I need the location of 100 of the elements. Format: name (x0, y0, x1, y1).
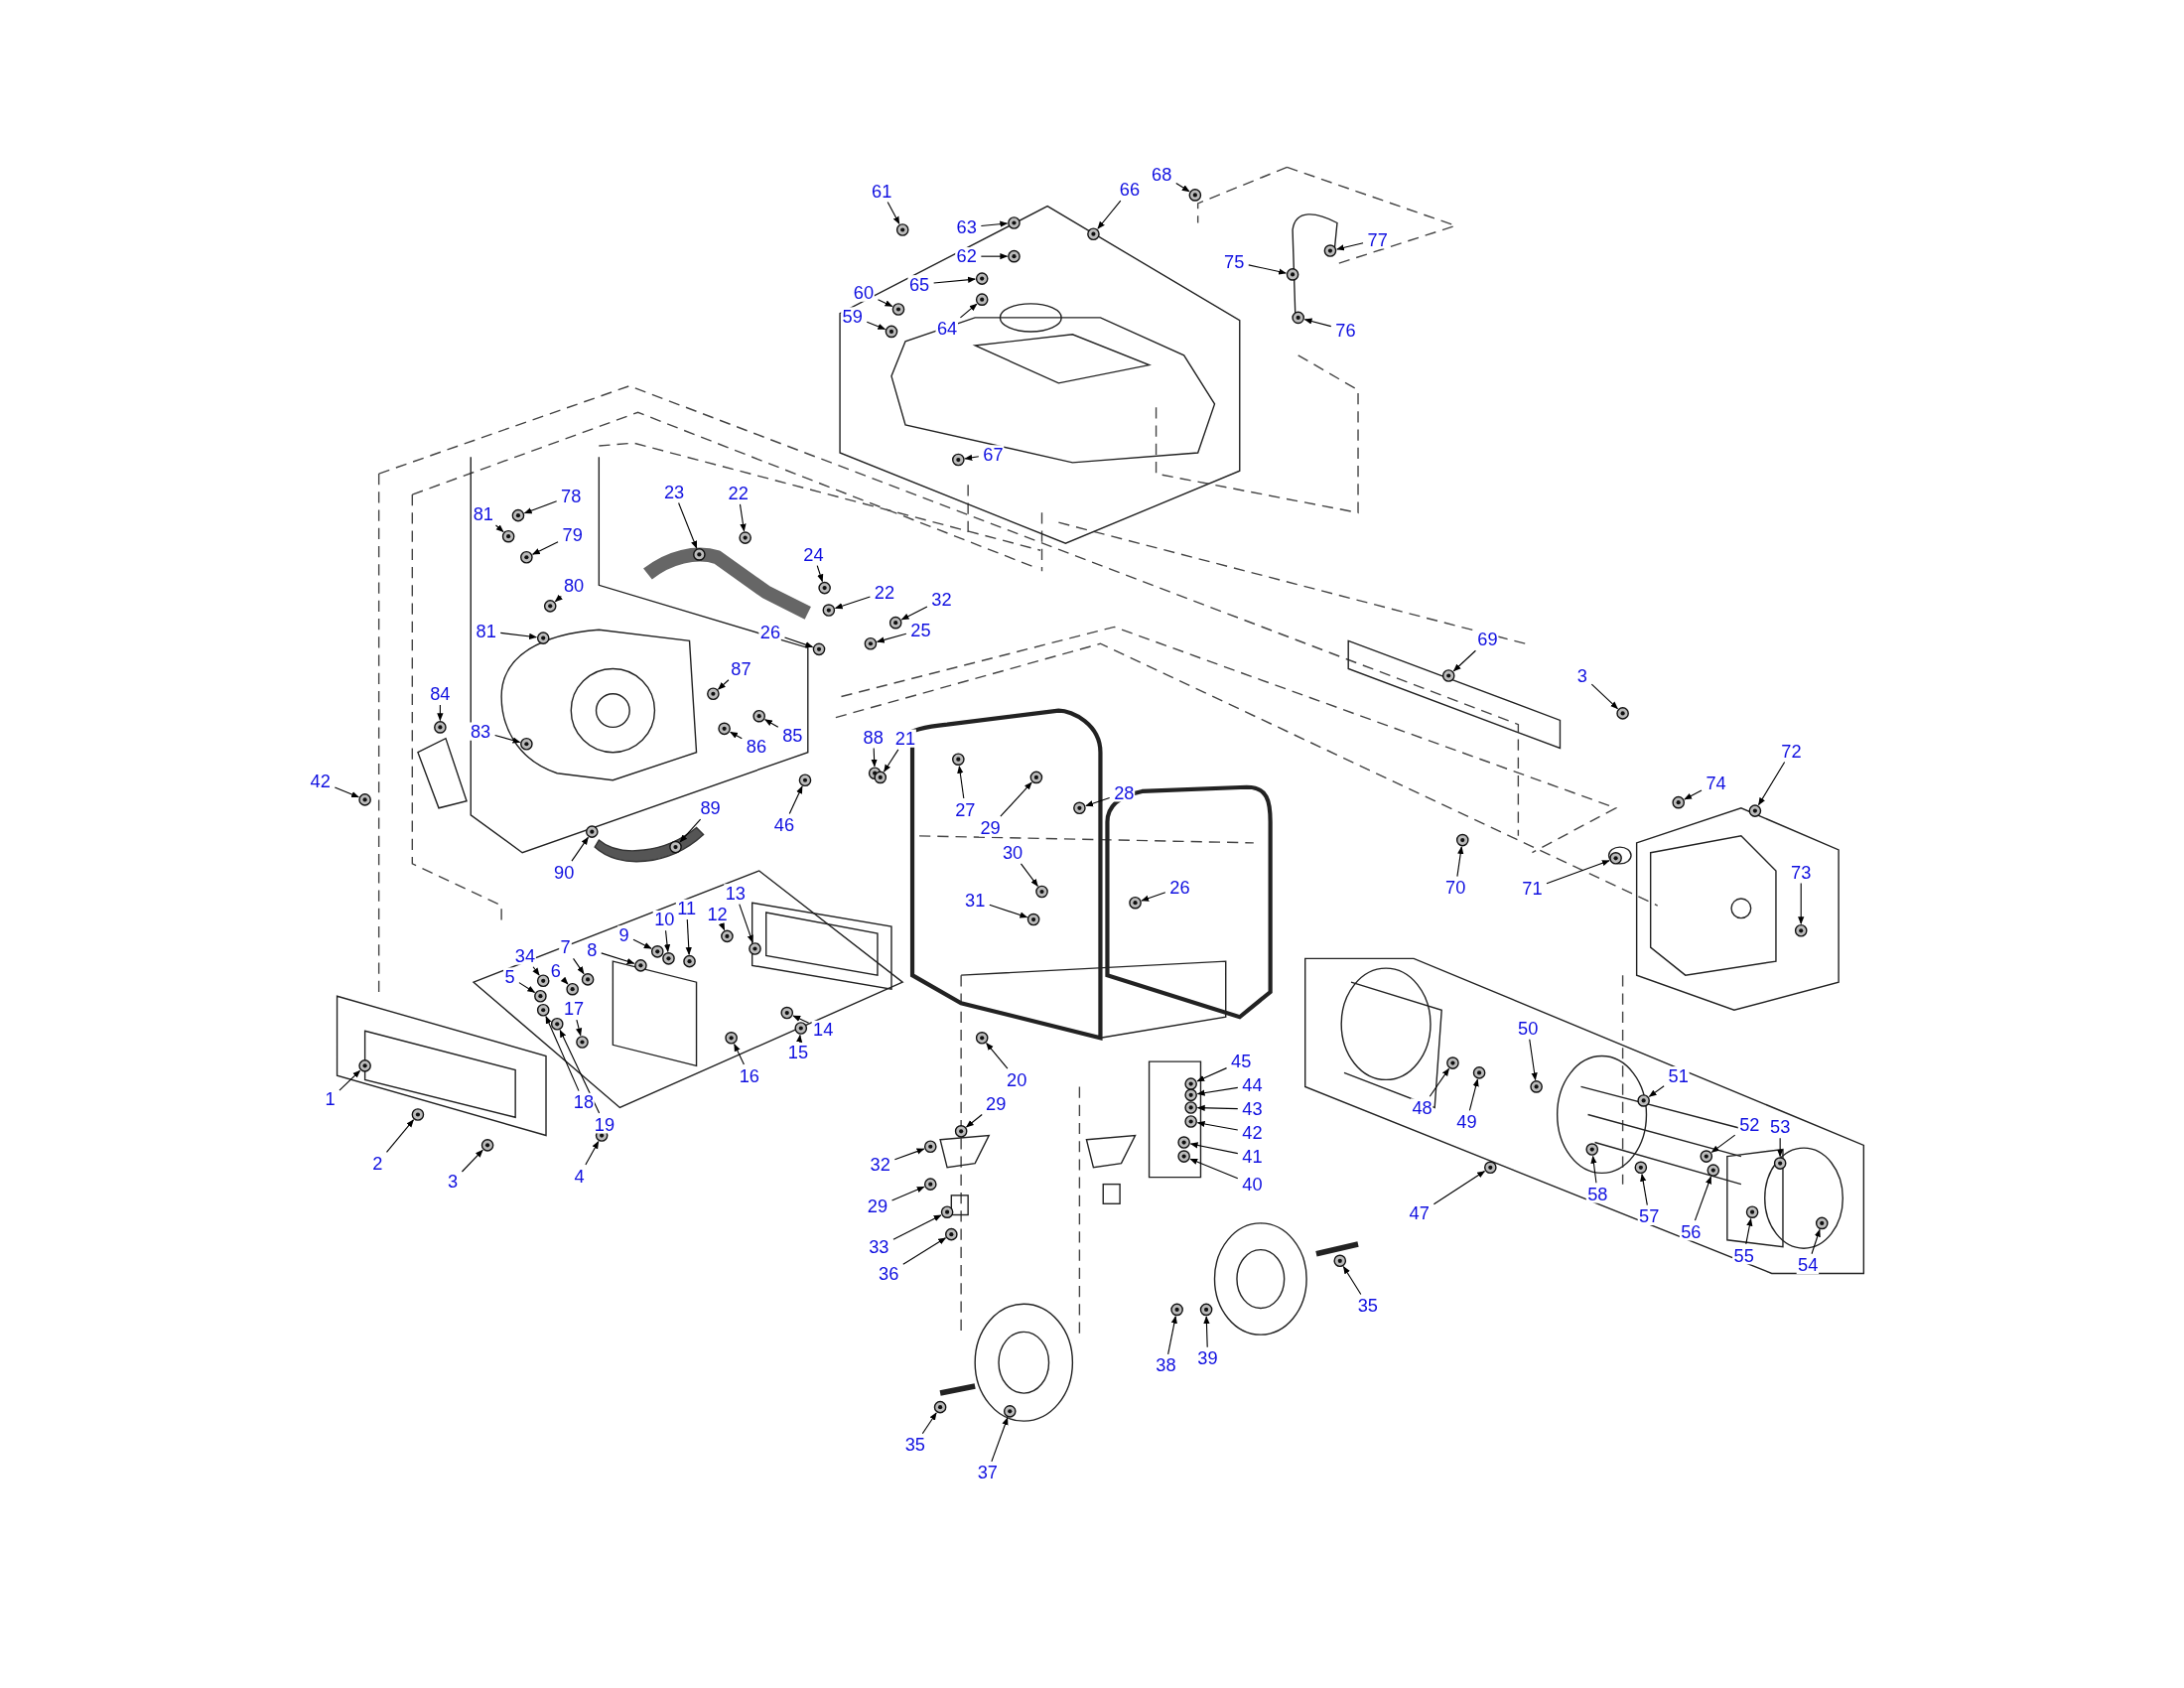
callout-number: 52 (1737, 1115, 1761, 1134)
leader-line (1248, 264, 1287, 275)
leader-line (1336, 242, 1364, 251)
leader-line (1196, 1086, 1239, 1096)
leader-line (1196, 1104, 1239, 1111)
leader-line (1196, 1120, 1239, 1131)
leader-line (795, 1034, 803, 1043)
callout-number: 87 (729, 659, 752, 678)
leader-line (1590, 683, 1618, 710)
callout-number: 26 (1167, 878, 1191, 897)
part-drawing (888, 616, 902, 630)
callout-number: 60 (852, 283, 876, 302)
leader-line (877, 299, 893, 307)
part-drawing (864, 636, 878, 650)
callout-number: 55 (1732, 1246, 1756, 1265)
callout-number: 32 (929, 590, 954, 609)
part-drawing (566, 982, 579, 996)
part-drawing (1748, 804, 1762, 817)
leader-line (585, 1141, 600, 1166)
leader-line (1203, 1316, 1210, 1348)
callout-number: 58 (1585, 1185, 1609, 1203)
callout-number: 2 (370, 1154, 384, 1173)
part-drawing (1184, 1115, 1197, 1128)
leader-line (1694, 1176, 1711, 1221)
part-drawing (411, 1108, 425, 1121)
part-drawing (1003, 1405, 1017, 1418)
part-drawing (669, 840, 682, 854)
leader-line (1085, 796, 1111, 807)
part-drawing (693, 548, 706, 561)
part-drawing (1472, 1066, 1486, 1079)
leader-line (921, 1412, 937, 1435)
leader-line (892, 1214, 942, 1240)
leader-line (1684, 789, 1703, 800)
part-drawing (1773, 1157, 1787, 1170)
part-drawing (1700, 1150, 1713, 1163)
leader-line (792, 1015, 810, 1024)
part-drawing (725, 1032, 738, 1045)
part-drawing (434, 721, 447, 734)
part-drawing (780, 1006, 794, 1020)
part-drawing (1706, 1164, 1720, 1177)
callout-number: 81 (475, 622, 498, 640)
part-drawing (1008, 216, 1021, 229)
callout-number: 68 (1150, 165, 1173, 184)
part-drawing (1035, 885, 1048, 899)
callout-number: 41 (1240, 1147, 1264, 1166)
leader-line (1590, 1155, 1597, 1184)
leader-line (572, 957, 585, 975)
leader-line (532, 541, 559, 555)
part-drawing (1008, 249, 1021, 263)
part-drawing (923, 1178, 937, 1191)
leader-line (576, 1019, 583, 1037)
part-drawing (954, 1125, 968, 1138)
part-drawing (818, 581, 831, 595)
callout-number: 22 (727, 484, 751, 502)
part-drawing (634, 959, 647, 972)
callout-number: 88 (862, 728, 886, 747)
part-drawing (536, 974, 550, 988)
part-drawing (1441, 669, 1455, 682)
part-drawing (952, 453, 965, 467)
callout-number: 49 (1454, 1112, 1478, 1131)
part-drawing (1794, 923, 1808, 937)
leader-line (730, 731, 743, 740)
part-drawing (576, 1036, 589, 1049)
part-drawing (822, 604, 836, 617)
callout-number: 30 (1001, 843, 1024, 862)
part-drawing (586, 825, 599, 838)
callout-number: 23 (662, 483, 686, 501)
leader-line (718, 679, 730, 690)
leader-line (1452, 649, 1476, 672)
leader-line (887, 201, 900, 225)
callout-number: 80 (562, 576, 586, 595)
callout-number: 83 (469, 722, 492, 741)
leader-line (718, 921, 726, 931)
leader-line (1640, 1173, 1648, 1206)
leader-line (739, 503, 747, 532)
callout-number: 48 (1411, 1098, 1434, 1117)
part-drawing (358, 1059, 371, 1072)
part-drawing (952, 753, 965, 766)
callout-number: 46 (772, 815, 796, 834)
part-drawing (662, 952, 675, 965)
callout-number: 31 (963, 891, 987, 910)
leader-line (788, 785, 803, 814)
callout-number: 73 (1789, 863, 1813, 882)
leader-line (734, 1043, 745, 1065)
callout-number: 9 (617, 925, 631, 944)
callout-number: 79 (561, 525, 585, 544)
callout-number: 56 (1679, 1222, 1703, 1241)
part-drawing (536, 1003, 550, 1017)
part-drawing (794, 1022, 808, 1035)
leader-line (1097, 200, 1122, 229)
callout-number: 6 (549, 961, 563, 981)
callout-number: 70 (1443, 878, 1467, 897)
part-drawing (721, 929, 734, 943)
leader-line (494, 735, 521, 744)
leader-line (876, 633, 907, 643)
callout-number: 57 (1637, 1206, 1661, 1226)
leader-line (1433, 1171, 1486, 1205)
part-drawing (718, 722, 731, 736)
part-drawing (543, 600, 557, 613)
callout-number: 15 (786, 1043, 810, 1061)
